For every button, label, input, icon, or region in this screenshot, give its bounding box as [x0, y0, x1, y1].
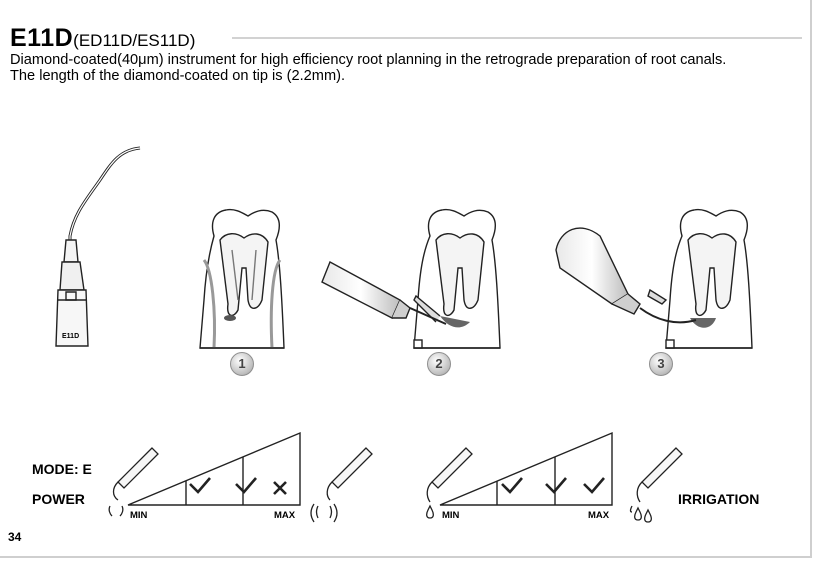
- irrigation-chart: [439, 431, 613, 506]
- handpiece-min-icon: [108, 447, 159, 517]
- power-label: POWER: [32, 491, 85, 507]
- power-max-label: MAX: [274, 510, 296, 521]
- page-title: E11D(ED11D/ES11D): [10, 24, 195, 53]
- instrument-variants: (ED11D/ES11D): [73, 31, 196, 50]
- title-divider: [232, 37, 802, 39]
- instrument-description: Diamond-coated(40μm) instrument for high…: [10, 52, 727, 84]
- irrigation-label: IRRIGATION: [678, 491, 760, 507]
- handpiece-max-icon: [310, 447, 373, 523]
- instrument-tip-label: E11D: [62, 333, 80, 340]
- power-chart: [127, 431, 301, 506]
- power-check-icon-2: [235, 477, 257, 494]
- page-number: 34: [8, 530, 22, 544]
- handpiece-low-water-icon: [426, 447, 473, 519]
- instrument-code: E11D: [10, 24, 74, 52]
- irrigation-max-label: MAX: [588, 510, 610, 521]
- power-check-icon-1: [189, 477, 211, 494]
- irrigation-min-label: MIN: [442, 510, 460, 521]
- step-badge-2: 2: [427, 352, 451, 376]
- mode-label: MODE: E: [32, 461, 92, 477]
- tooth-step-2: [321, 208, 501, 349]
- irrigation-check-icon-2: [545, 477, 567, 494]
- power-min-label: MIN: [130, 510, 148, 521]
- step-badge-3: 3: [649, 352, 673, 376]
- step-badge-1: 1: [230, 352, 254, 376]
- irrigation-check-icon-3: [583, 477, 605, 494]
- irrigation-check-icon-1: [501, 477, 523, 494]
- power-cross-icon: [273, 481, 287, 495]
- handpiece-high-water-icon: [629, 447, 683, 523]
- instrument-tip-illustration: [55, 146, 141, 347]
- tooth-step-1: [199, 208, 285, 349]
- tooth-step-3: [555, 208, 753, 349]
